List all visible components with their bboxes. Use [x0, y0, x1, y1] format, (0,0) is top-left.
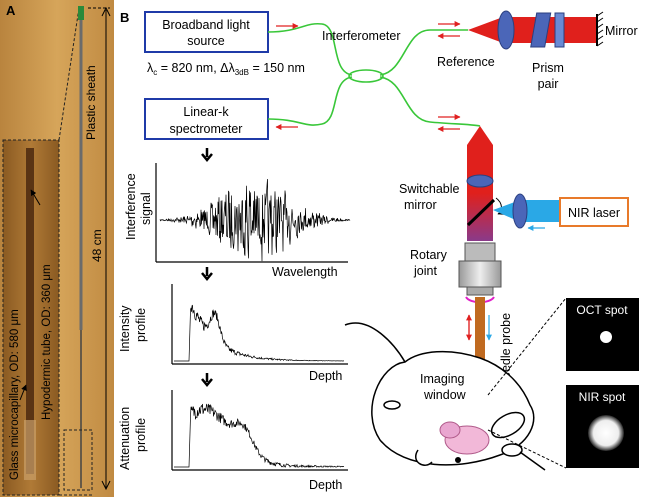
interference-plot	[155, 163, 351, 263]
hypodermic-tube-label: Hypodermic tube, OD: 360 μm	[41, 264, 53, 420]
plot2-xlabel: Depth	[309, 369, 342, 383]
sample-lens	[466, 174, 494, 188]
plot3-ylabel-1: Attenuation	[118, 407, 132, 470]
switchable-label-1: Switchable	[399, 182, 459, 196]
imaging-label-2: window	[423, 388, 467, 402]
plastic-sheath-label: Plastic sheath	[84, 65, 98, 140]
panel-a-label: A	[6, 3, 16, 18]
reference-beam-cone	[468, 17, 503, 43]
plot3-ylabel-2: profile	[134, 418, 148, 452]
plot2-ylabel-2: profile	[134, 308, 148, 342]
panel-a	[0, 0, 114, 497]
length-label: 48 cm	[90, 229, 104, 262]
glass-microcapillary	[24, 420, 36, 480]
nir-spot	[588, 415, 624, 451]
spectrometer-label-1: Linear-k	[183, 105, 229, 119]
panel-b-label: B	[120, 10, 129, 25]
sample-beam-lower	[467, 193, 493, 241]
reference-beam	[503, 17, 597, 43]
reference-lens	[497, 10, 515, 50]
down-arrow-3	[201, 373, 213, 387]
plot1-ylabel-2: signal	[139, 192, 153, 225]
mouse-eye	[455, 457, 461, 463]
interference-trace	[159, 178, 351, 262]
down-arrow-1	[201, 148, 213, 162]
nir-laser-label: NIR laser	[568, 206, 620, 220]
spectrometer-label-2: spectrometer	[170, 122, 243, 136]
nir-beam	[520, 200, 560, 222]
plot1-xlabel: Wavelength	[272, 265, 338, 279]
nir-laser-box	[559, 197, 629, 227]
prism-label-1: Prism	[532, 61, 564, 75]
sheath-connector	[78, 6, 84, 20]
plot1-ylabel-1: Interference	[124, 173, 138, 240]
reference-label: Reference	[437, 55, 495, 69]
sample-beam-cone	[467, 126, 493, 145]
down-arrow-2	[201, 267, 213, 281]
fiber-network	[267, 22, 481, 127]
oct-spot	[600, 331, 612, 343]
imaging-label-1: Imaging	[420, 372, 465, 386]
intensity-plot	[171, 284, 348, 365]
prism-2	[554, 12, 565, 48]
attenuation-plot	[171, 390, 348, 471]
rotary-joint-top	[464, 242, 496, 262]
intensity-trace	[174, 304, 344, 362]
plot3-xlabel: Depth	[309, 478, 342, 492]
mirror-label: Mirror	[605, 24, 638, 38]
rotary-label-1: Rotary	[410, 248, 448, 262]
light-source-label-2: source	[187, 34, 225, 48]
nir-spot-label: NIR spot	[579, 390, 626, 404]
hypodermic-tube	[26, 148, 34, 474]
nir-lens	[512, 193, 528, 229]
switchable-mirror	[466, 198, 496, 227]
interferometer-label: Interferometer	[322, 29, 401, 43]
light-source-box	[144, 11, 269, 53]
switchable-label-2: mirror	[404, 198, 437, 212]
light-source-label-1: Broadband light	[162, 18, 250, 32]
rotary-label-2: joint	[413, 264, 437, 278]
rotary-joint-body	[458, 260, 502, 288]
oct-spot-label: OCT spot	[576, 303, 628, 317]
plot2-ylabel-1: Intensity	[118, 305, 132, 352]
mouse-illustration	[344, 322, 546, 471]
attenuation-trace	[174, 403, 345, 469]
prism-1	[530, 12, 552, 48]
glass-microcapillary-label: Glass microcapillary, OD: 580 μm	[9, 309, 21, 480]
prism-label-2: pair	[538, 77, 559, 91]
spectrometer-box	[144, 98, 269, 140]
source-spec: λc = 820 nm, Δλ3dB = 150 nm	[147, 61, 305, 77]
